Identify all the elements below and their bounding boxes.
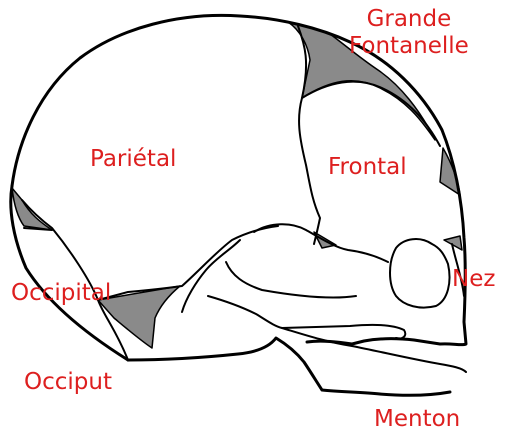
label-occipital: Occipital xyxy=(11,280,111,307)
label-grande-fontanelle: Grande Fontanelle xyxy=(349,6,469,60)
label-parietal: Pariétal xyxy=(90,146,176,173)
lower-jaw-line-2 xyxy=(282,328,466,372)
label-grande-line-2: Fontanelle xyxy=(349,33,469,60)
label-menton: Menton xyxy=(374,406,460,433)
label-frontal: Frontal xyxy=(328,154,407,181)
upper-jaw-line xyxy=(226,262,356,298)
orbit-outline xyxy=(390,239,450,307)
squamosal-line xyxy=(98,226,278,300)
label-grande-line-1: Grande xyxy=(349,6,469,33)
label-nez: Nez xyxy=(452,266,495,293)
lower-jaw-line-1 xyxy=(208,296,405,339)
chin-line xyxy=(182,240,240,312)
mandible-outline xyxy=(128,338,450,395)
label-occiput: Occiput xyxy=(24,369,112,396)
